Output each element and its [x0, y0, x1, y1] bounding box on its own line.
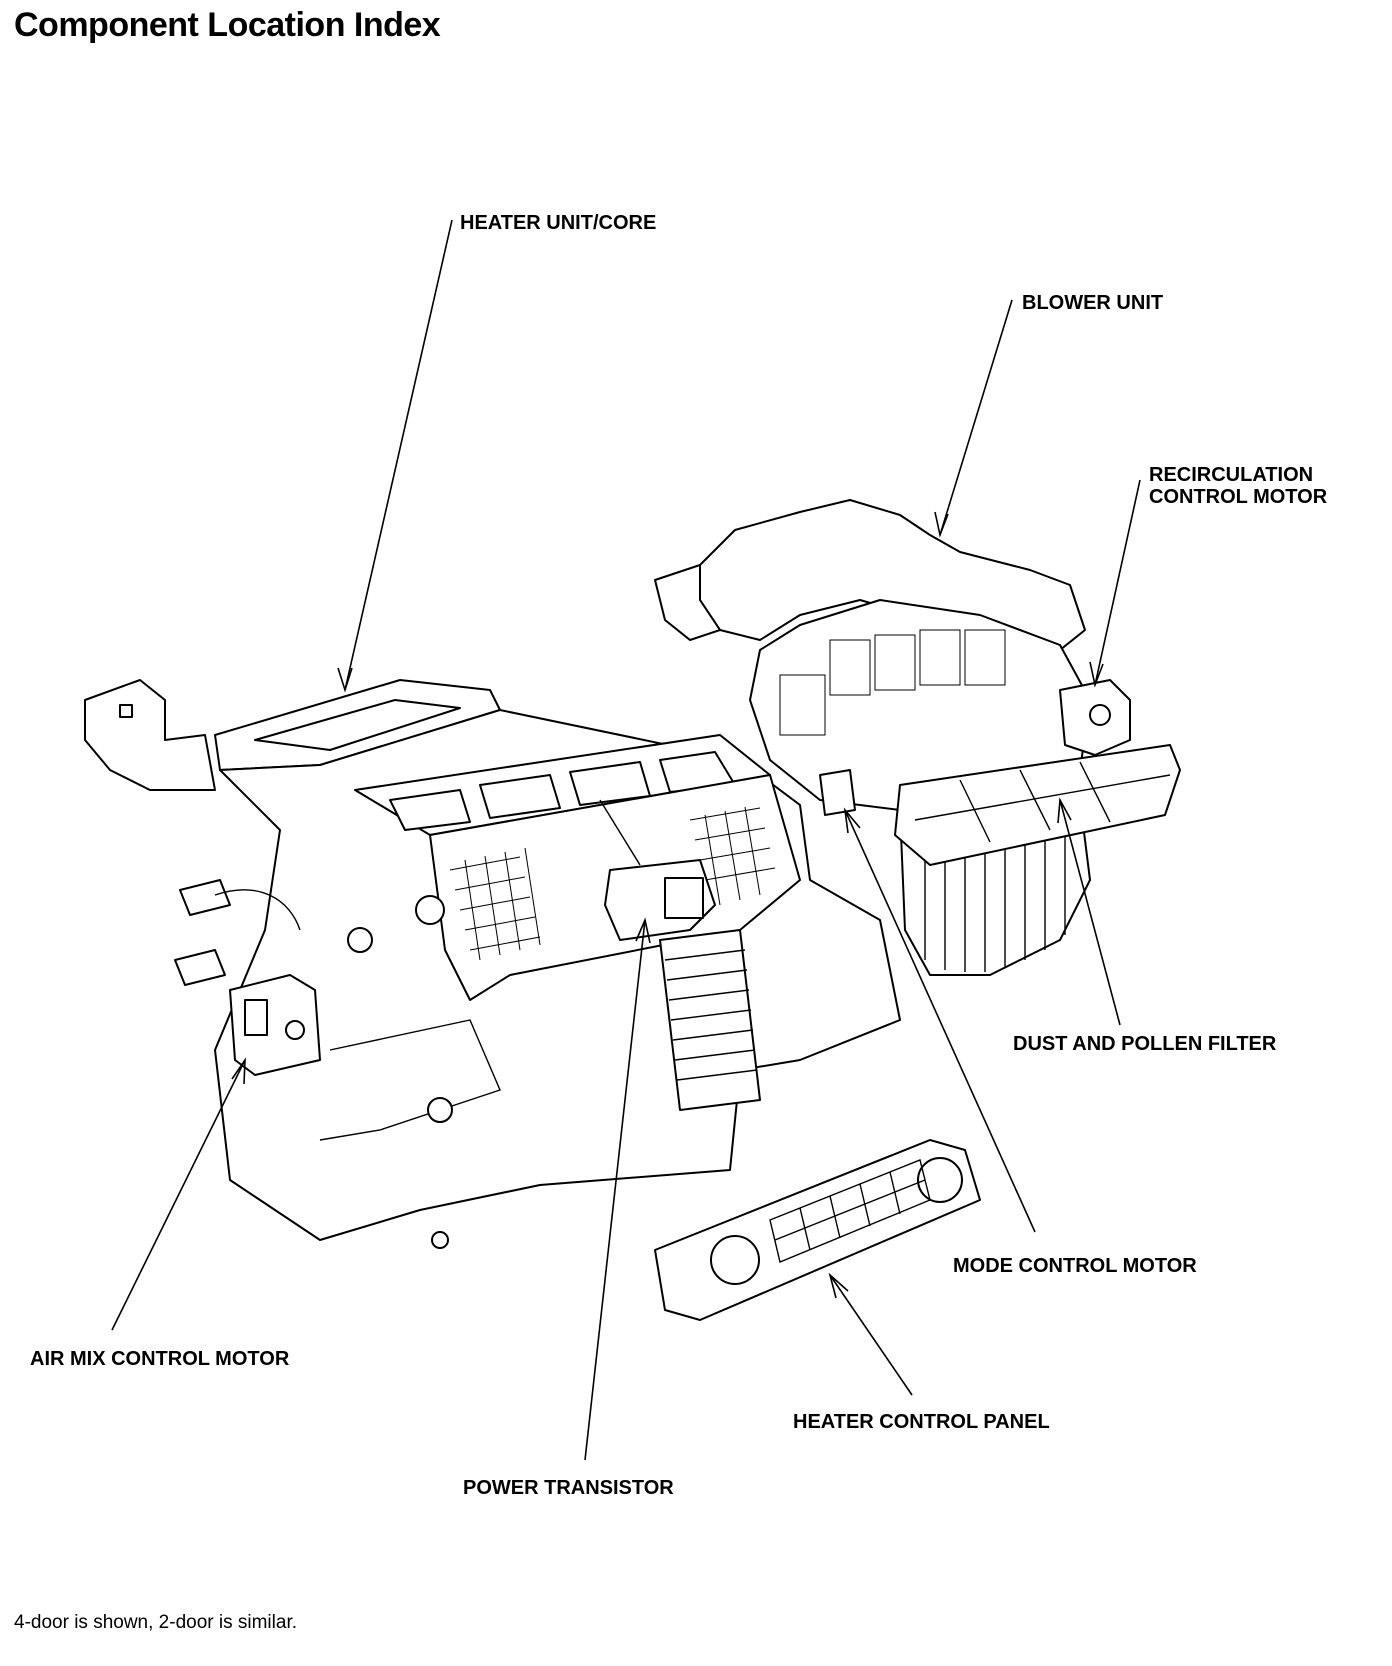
label-air-mix-control-motor: AIR MIX CONTROL MOTOR [30, 1348, 290, 1370]
label-mode-control-motor: MODE CONTROL MOTOR [953, 1255, 1197, 1277]
heater-control-panel-drawing [654, 1139, 981, 1321]
page-title: Component Location Index [14, 6, 441, 44]
label-heater-control-panel: HEATER CONTROL PANEL [793, 1411, 1050, 1433]
blower-unit-drawing [654, 499, 1181, 976]
leader-lines [111, 219, 1141, 1461]
label-recirculation-control-motor-line2: CONTROL MOTOR [1149, 486, 1328, 508]
label-dust-and-pollen-filter: DUST AND POLLEN FILTER [1013, 1033, 1277, 1055]
label-blower-unit: BLOWER UNIT [1022, 292, 1163, 314]
label-recirculation-control-motor-line1: RECIRCULATION [1149, 464, 1313, 486]
footnote: 4-door is shown, 2-door is similar. [14, 1612, 297, 1633]
label-heater-unit-core: HEATER UNIT/CORE [460, 212, 656, 234]
heater-unit-drawing [84, 679, 901, 1249]
label-power-transistor: POWER TRANSISTOR [463, 1477, 674, 1499]
component-labels: HEATER UNIT/CORE BLOWER UNIT RECIRCULATI… [30, 212, 1328, 1499]
